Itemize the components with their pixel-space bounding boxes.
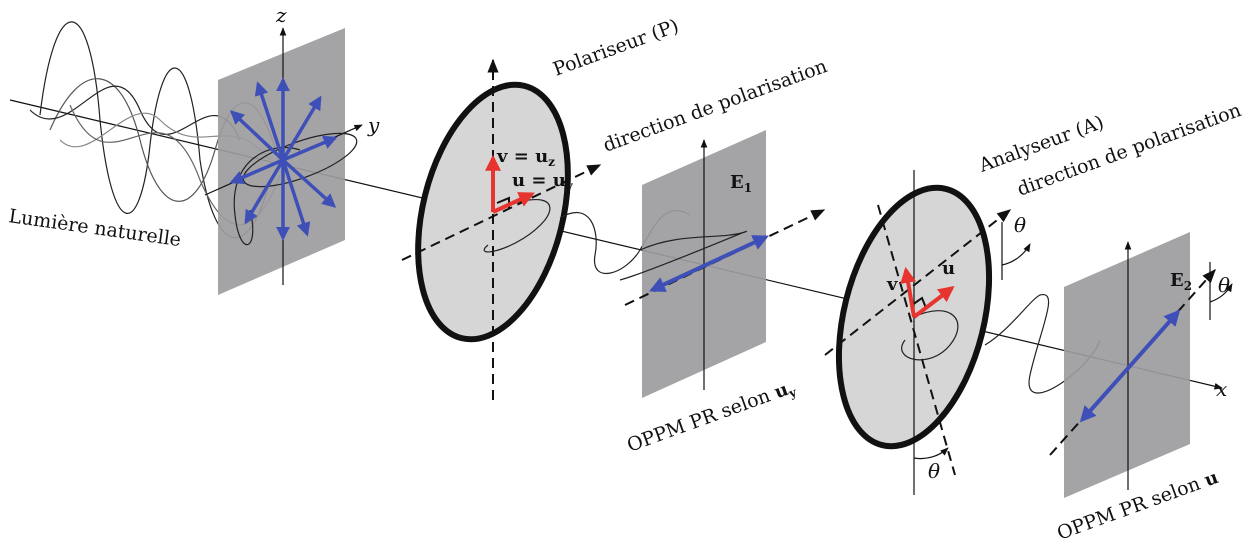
theta-label-a: θ bbox=[1014, 213, 1026, 237]
analyser-perp-line bbox=[877, 204, 956, 476]
right-angle-mark-a bbox=[911, 296, 927, 309]
analyser-direction-line bbox=[824, 209, 1012, 356]
e2-field-arrow bbox=[1079, 309, 1181, 423]
e1-label: E1 bbox=[730, 172, 752, 195]
u-label: u bbox=[942, 258, 955, 279]
analyser-wave bbox=[901, 310, 959, 361]
natural-light-field-arrows bbox=[229, 77, 338, 241]
theta-arc-bottom bbox=[913, 447, 949, 460]
theta-arc-a bbox=[1001, 243, 1031, 266]
theta-arc-e2 bbox=[1209, 283, 1233, 303]
polariser-direction-line bbox=[401, 164, 602, 261]
polariser-label: Polariseur (P) bbox=[550, 15, 682, 81]
v-uz-label: v = uz bbox=[496, 146, 555, 169]
u-uy-arrow bbox=[492, 192, 535, 214]
x-axis-line bbox=[9, 99, 1223, 390]
theta-label-e2: θ bbox=[1218, 273, 1230, 297]
z-axis-label: z bbox=[275, 3, 287, 27]
e1-field-arrow bbox=[649, 235, 769, 292]
theta-label-bottom: θ bbox=[928, 459, 940, 483]
natural-light-wave bbox=[29, 21, 281, 239]
e2-label: E2 bbox=[1170, 270, 1192, 293]
natural-light-label: Lumière naturelle bbox=[7, 205, 182, 251]
y-axis-label: y bbox=[367, 113, 380, 137]
u-arrow bbox=[912, 286, 955, 319]
v-arrow bbox=[900, 266, 917, 318]
x-axis-label: x bbox=[1216, 377, 1227, 401]
e2-direction-line bbox=[1049, 268, 1216, 456]
direction-polarisation-label-1: direction de polarisation bbox=[600, 55, 830, 157]
v-label: v bbox=[886, 274, 898, 295]
u-uy-label: u = uy bbox=[512, 170, 574, 193]
